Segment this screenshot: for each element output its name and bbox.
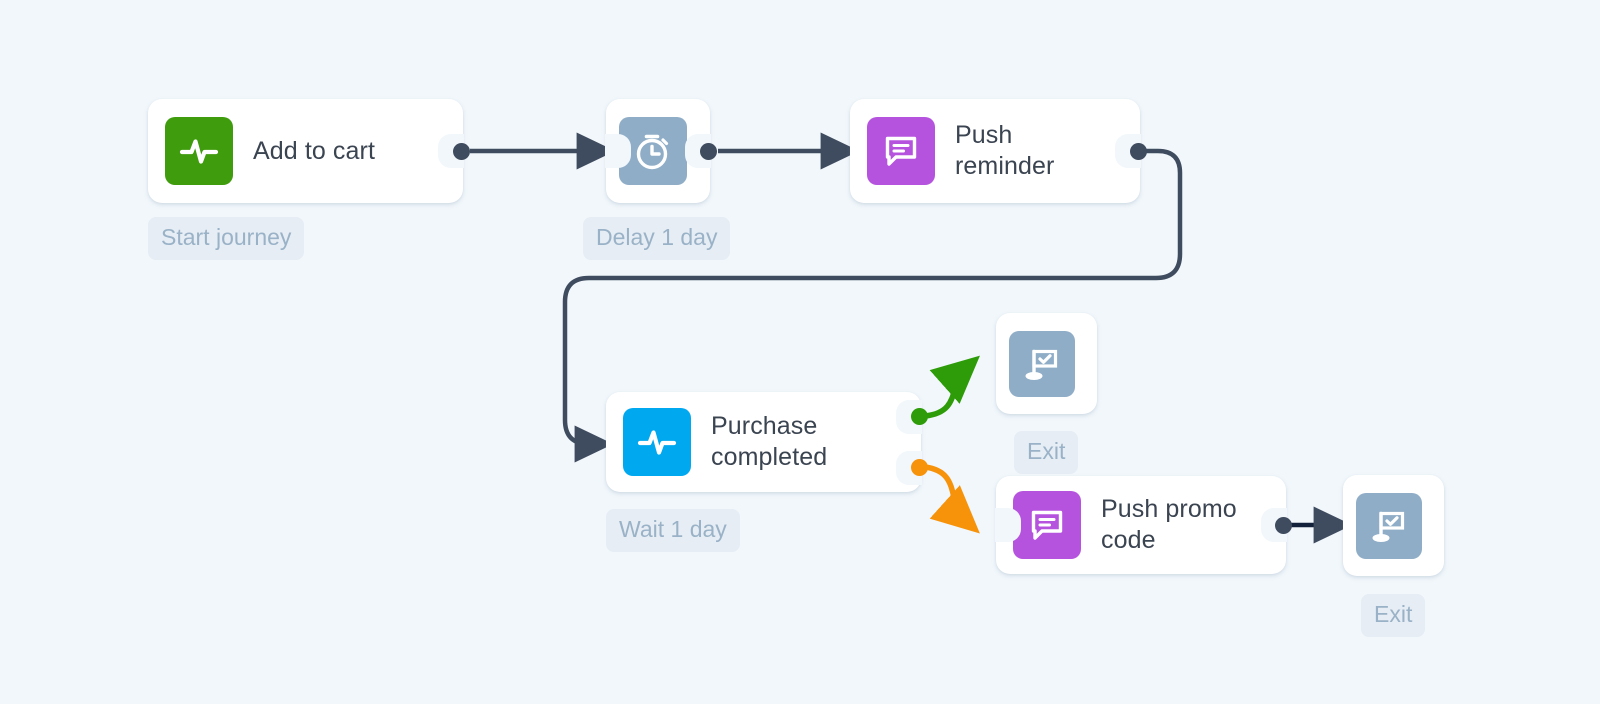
input-port-notch	[995, 508, 1021, 542]
caption-delay-1-day: Delay 1 day	[583, 217, 731, 260]
flag-check-icon	[1356, 492, 1422, 559]
node-exit-top[interactable]	[996, 313, 1097, 414]
node-title: Purchase completed	[711, 412, 828, 471]
output-port-purchase-yes[interactable]	[911, 408, 928, 425]
node-title: Add to cart	[253, 136, 375, 165]
node-add-to-cart[interactable]: Add to cart	[148, 99, 464, 203]
output-port-push-promo-code[interactable]	[1275, 517, 1292, 534]
node-push-reminder[interactable]: Push reminder	[850, 99, 1141, 203]
node-title: Push reminder	[955, 121, 1055, 180]
node-exit-bottom[interactable]	[1343, 475, 1444, 576]
activity-pulse-icon	[165, 117, 233, 185]
flag-check-icon	[1009, 330, 1075, 397]
caption-start-journey: Start journey	[148, 217, 305, 260]
output-port-purchase-no[interactable]	[911, 459, 928, 476]
node-purchase-completed[interactable]: Purchase completed	[606, 392, 922, 492]
chat-bubble-icon	[1013, 491, 1081, 559]
output-port-add-to-cart[interactable]	[453, 143, 470, 160]
caption-wait-1-day: Wait 1 day	[606, 509, 740, 552]
chat-bubble-icon	[867, 117, 935, 185]
node-title: Push promo code	[1101, 495, 1237, 554]
caption-exit-top: Exit	[1014, 431, 1079, 474]
input-port-notch	[605, 134, 631, 168]
output-port-push-reminder[interactable]	[1130, 143, 1147, 160]
node-push-promo-code[interactable]: Push promo code	[995, 476, 1287, 574]
edge-purchase-yes-to-exit	[922, 355, 980, 419]
output-port-delay-1-day[interactable]	[700, 143, 717, 160]
caption-exit-bottom: Exit	[1361, 594, 1426, 637]
edge-purchase-no-to-push-promo	[922, 464, 980, 534]
activity-pulse-icon	[623, 408, 691, 476]
node-delay-1-day[interactable]	[605, 99, 711, 203]
